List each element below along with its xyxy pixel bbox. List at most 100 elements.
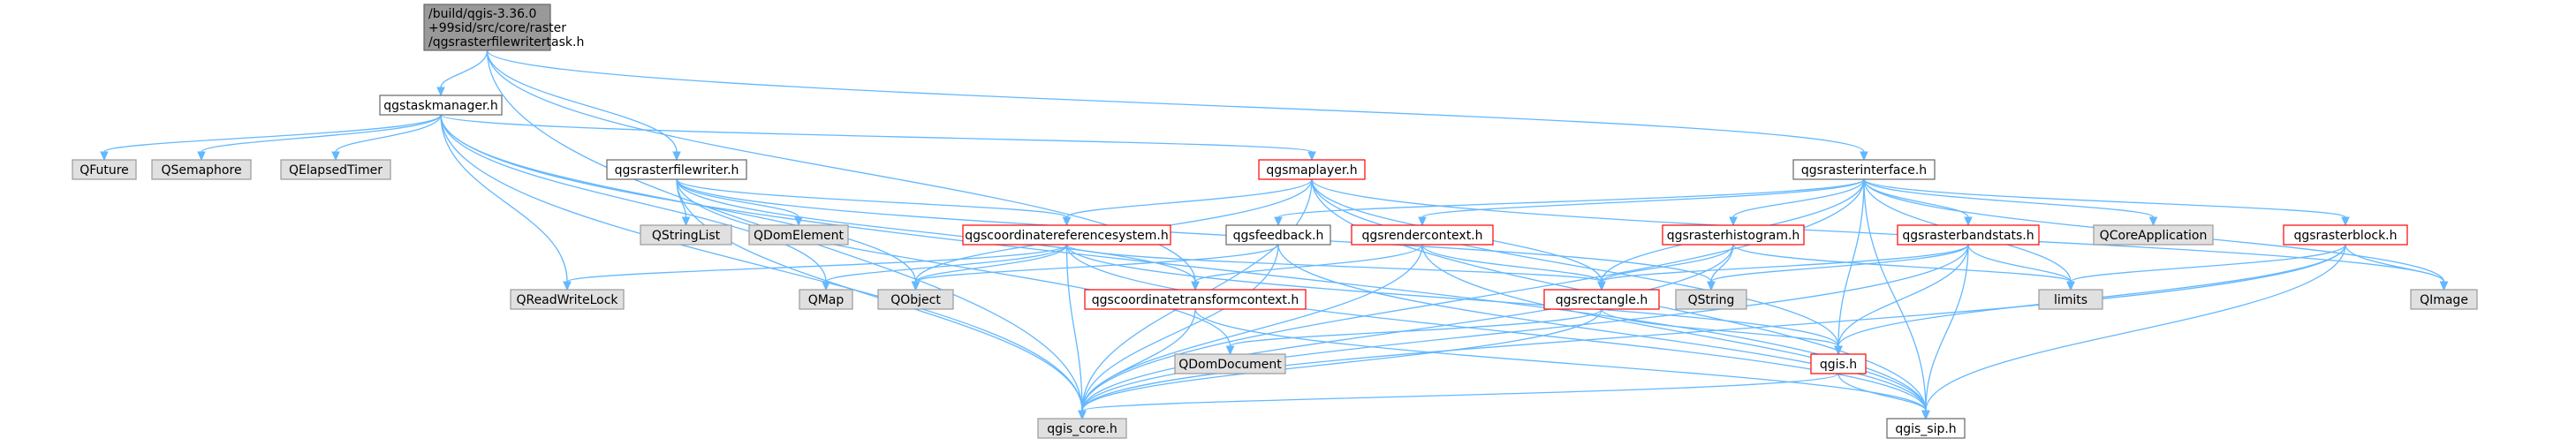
edge-qgsrasterinterface-to-qgsfeedback bbox=[1274, 178, 1865, 227]
graph-edges bbox=[100, 49, 2449, 420]
node-qgsfeedback[interactable]: qgsfeedback.h bbox=[1225, 224, 1331, 246]
node-qread-write-lock: QReadWriteLock bbox=[510, 289, 625, 310]
edge-arrowhead bbox=[563, 281, 572, 291]
edge-line bbox=[1081, 308, 1602, 412]
node-label: QDomDocument bbox=[1178, 358, 1282, 372]
edge-qgsrasterbandstats-to-qgsrectangle bbox=[1597, 244, 1969, 291]
node-qgsrasterbandstats[interactable]: qgsrasterbandstats.h bbox=[1897, 224, 2040, 246]
node-qgis-sip[interactable]: qgis_sip.h bbox=[1886, 418, 1966, 439]
edge-arrowhead bbox=[1191, 281, 1200, 291]
edge-root-to-qgsrasterinterface bbox=[486, 49, 1868, 162]
edge-qgsmaplayer-to-qgis bbox=[1311, 178, 1843, 356]
node-box bbox=[2410, 289, 2478, 310]
node-qstring-list: QStringList bbox=[640, 224, 732, 246]
node-label: QString bbox=[1688, 293, 1735, 307]
node-box bbox=[748, 224, 849, 246]
edge-line bbox=[335, 114, 442, 153]
node-label: QObject bbox=[890, 293, 941, 307]
edge-arrowhead bbox=[1597, 281, 1606, 291]
edge-line bbox=[1229, 308, 1602, 347]
edge-qgstaskmanager-to-qfuture bbox=[100, 114, 442, 162]
node-label: qgstaskmanager.h bbox=[383, 99, 498, 113]
edge-qgsrendercontext-to-qgsrectangle bbox=[1421, 244, 1606, 291]
node-box bbox=[1897, 224, 2040, 246]
node-qgstaskmanager[interactable]: qgstaskmanager.h bbox=[379, 94, 503, 116]
edge-qgsrectangle-to-qgis bbox=[1601, 308, 1843, 356]
node-label: qgis_core.h bbox=[1047, 422, 1118, 436]
node-box bbox=[877, 289, 954, 310]
node-root[interactable]: /build/qgis-3.36.0+99sid/src/core/raster… bbox=[423, 4, 584, 51]
edge-line bbox=[1277, 178, 1865, 218]
edge-line bbox=[486, 49, 1865, 153]
edge-line bbox=[1081, 244, 1279, 412]
node-qgsrasterfilewriter[interactable]: qgsrasterfilewriter.h bbox=[606, 159, 747, 180]
edge-arrowhead bbox=[1834, 345, 1843, 356]
edge-line bbox=[2070, 244, 2346, 283]
node-qgsrasterinterface[interactable]: qgsrasterinterface.h bbox=[1792, 159, 1936, 180]
node-label: QFuture bbox=[80, 163, 129, 178]
node-label: QDomElement bbox=[754, 229, 844, 243]
edge-qgsrasterblock-to-limits bbox=[2066, 244, 2346, 291]
edge-qgsrasterinterface-to-qgsrasterhistogram bbox=[1729, 178, 1865, 227]
node-qgscrs[interactable]: qgscoordinatereferencesystem.h bbox=[962, 224, 1171, 246]
node-qgsmaplayer[interactable]: qgsmaplayer.h bbox=[1258, 159, 1366, 180]
edge-line bbox=[1421, 178, 1865, 218]
edge-line bbox=[440, 49, 489, 88]
edge-line bbox=[1311, 178, 2445, 283]
node-qgsrendercontext[interactable]: qgsrendercontext.h bbox=[1351, 224, 1494, 246]
edge-qgsrasterbandstats-to-qgis-sip bbox=[1921, 244, 1969, 420]
node-qgsctc[interactable]: qgscoordinatetransformcontext.h bbox=[1084, 289, 1307, 310]
edge-root-to-qgstaskmanager bbox=[436, 49, 489, 97]
node-box bbox=[1174, 353, 1286, 374]
node-box bbox=[799, 289, 853, 310]
node-label: QStringList bbox=[652, 229, 721, 243]
node-label: qgsrendercontext.h bbox=[1361, 229, 1482, 243]
edge-qgscrs-to-qmap bbox=[822, 244, 1068, 291]
edge-arrowhead bbox=[1062, 216, 1072, 227]
edge-qgscrs-to-qgis-core bbox=[1065, 244, 1087, 420]
edge-qgscrs-to-qread-write-lock bbox=[563, 244, 1068, 291]
node-qdom-document: QDomDocument bbox=[1174, 353, 1286, 374]
node-box bbox=[1258, 159, 1366, 180]
edge-arrowhead bbox=[1418, 216, 1427, 227]
node-box bbox=[72, 159, 137, 180]
node-qgis[interactable]: qgis.h bbox=[1810, 353, 1867, 374]
node-box bbox=[962, 224, 1171, 246]
edge-arrowhead bbox=[1307, 151, 1316, 162]
edge-arrowhead bbox=[822, 281, 830, 291]
edge-line bbox=[1081, 244, 1969, 412]
node-label: qgscoordinatereferencesystem.h bbox=[965, 229, 1169, 243]
edge-qgsrasterinterface-to-qgsrasterblock bbox=[1863, 178, 2350, 227]
node-box bbox=[1084, 289, 1307, 310]
node-label: QReadWriteLock bbox=[516, 293, 618, 307]
edge-arrowhead bbox=[1729, 216, 1738, 227]
edge-arrowhead bbox=[2341, 216, 2350, 227]
edge-qgsrendercontext-to-qgsctc bbox=[1191, 244, 1423, 291]
edge-arrowhead bbox=[681, 216, 691, 227]
node-label: QCoreApplication bbox=[2100, 229, 2208, 243]
node-label: qgsrectangle.h bbox=[1556, 293, 1648, 307]
edge-line bbox=[1863, 178, 2155, 218]
edge-arrowhead bbox=[197, 151, 206, 162]
edge-qgsrendercontext-to-qgis-sip bbox=[1421, 244, 1930, 420]
node-box bbox=[1662, 224, 1805, 246]
node-qobject: QObject bbox=[877, 289, 954, 310]
node-qgsrasterhistogram[interactable]: qgsrasterhistogram.h bbox=[1662, 224, 1805, 246]
edge-qgstaskmanager-to-qmap bbox=[440, 114, 830, 291]
edge-line bbox=[1081, 373, 1839, 412]
edge-line bbox=[1065, 244, 1927, 412]
edge-line bbox=[1065, 244, 1602, 283]
edge-qgsrectangle-to-qdom-document bbox=[1225, 308, 1602, 356]
node-label: /qgsrasterfilewritertask.h bbox=[428, 35, 584, 49]
node-box bbox=[423, 4, 551, 51]
node-qgsrectangle[interactable]: qgsrectangle.h bbox=[1543, 289, 1660, 310]
edge-qgstaskmanager-to-qelapsed-timer bbox=[331, 114, 442, 162]
edge-arrowhead bbox=[1707, 281, 1716, 291]
node-label: qgsrasterbandstats.h bbox=[1902, 229, 2034, 243]
edge-qgsrasterfilewriter-to-qgscrs bbox=[676, 178, 1072, 227]
edge-line bbox=[1081, 178, 1865, 412]
node-qgsrasterblock[interactable]: qgsrasterblock.h bbox=[2283, 224, 2408, 246]
edge-line bbox=[1837, 244, 1969, 347]
edge-qgis-to-qgis-core bbox=[1078, 373, 1839, 420]
edge-line bbox=[1925, 244, 2346, 412]
